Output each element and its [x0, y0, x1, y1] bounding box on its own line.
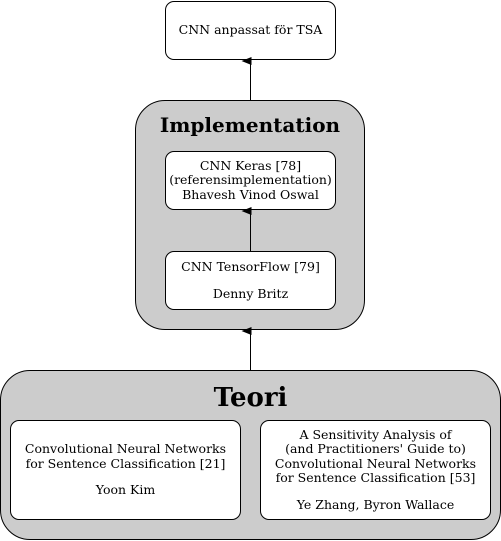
zhang-line-1: A Sensitivity Analysis of [299, 426, 452, 442]
keras-line-2: (referensimplementation) [169, 172, 332, 188]
zhang-paper-box: A Sensitivity Analysis of (and Practitio… [260, 420, 491, 520]
keras-line-3: Bhavesh Vinod Oswal [182, 186, 319, 202]
kim-author: Yoon Kim [95, 482, 156, 498]
tensorflow-title: CNN TensorFlow [79] [181, 259, 320, 274]
kim-paper-box: Convolutional Neural Networks for Senten… [10, 420, 241, 520]
cnn-keras-box: CNN Keras [78] (referensimplementation) … [165, 151, 336, 210]
zhang-line-2: (and Practitioners' Guide to) [285, 441, 466, 457]
cnn-tsa-box: CNN anpassat för TSA [165, 1, 336, 60]
cnn-tensorflow-box: CNN TensorFlow [79] Denny Britz [165, 251, 336, 310]
tensorflow-author: Denny Britz [212, 285, 289, 301]
zhang-line-3: Convolutional Neural Networks [274, 455, 477, 471]
cnn-tsa-label: CNN anpassat för TSA [178, 22, 323, 38]
zhang-line-4: for Sentence Classification [53] [275, 470, 476, 486]
keras-line-1: CNN Keras [78] [199, 157, 302, 173]
kim-line-1: Convolutional Neural Networks [24, 441, 227, 457]
teori-title: Teori [213, 383, 288, 413]
zhang-author: Ye Zhang, Byron Wallace [296, 496, 455, 512]
kim-line-2: for Sentence Classification [21] [25, 455, 226, 471]
implementation-title: Implementation [159, 113, 341, 137]
